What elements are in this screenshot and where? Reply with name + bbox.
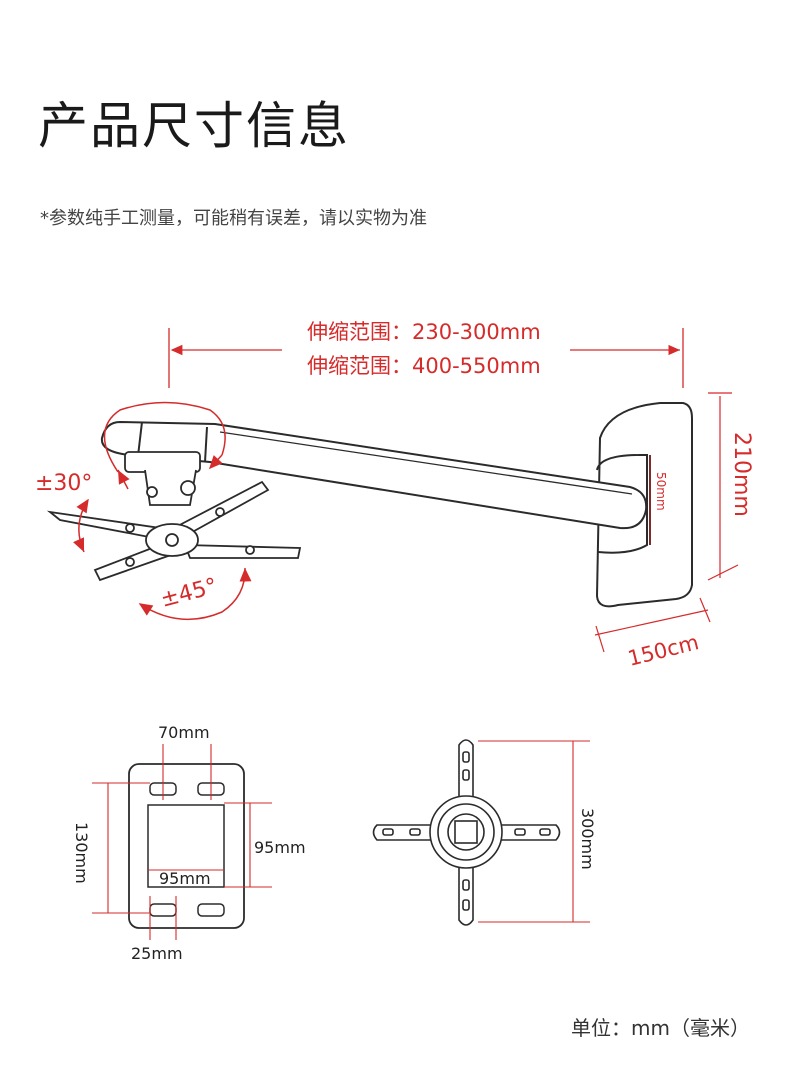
extension-range-label-1: 伸缩范围：230-300mm <box>307 320 541 344</box>
plate-outline <box>128 763 245 929</box>
spider-bracket-drawing: 300mm <box>372 739 597 926</box>
plate-inner-square <box>147 804 225 888</box>
slot-dimension-label: 50mm <box>654 472 668 511</box>
slot-bottom-right <box>197 903 225 917</box>
plate-height-label: 210mm <box>729 432 754 517</box>
tilt-angle-label: ±30° <box>35 471 92 496</box>
inner-width-label: 95mm <box>159 869 211 888</box>
measurement-disclaimer: *参数纯手工测量，可能稍有误差，请以实物为准 <box>40 208 427 229</box>
page-title: 产品尺寸信息 <box>38 97 350 155</box>
unit-note: 单位：mm（毫米） <box>571 1016 750 1040</box>
plate-depth-label: 150cm <box>625 630 701 671</box>
arm-bottom <box>458 859 474 926</box>
extension-range-label-2: 伸缩范围：400-550mm <box>307 354 541 378</box>
projector-bracket <box>46 451 302 582</box>
slot-width-label: 25mm <box>131 944 183 963</box>
mounting-plate-drawing: 70mm 130mm 95mm 95mm 25mm <box>72 723 306 963</box>
hole-spacing-label: 70mm <box>158 723 210 742</box>
bracket-span-label: 300mm <box>578 808 597 870</box>
plate-height-label: 130mm <box>72 822 91 884</box>
rotation-angle-label: ±45° <box>158 574 220 613</box>
wall-mount-drawing: 伸缩范围：230-300mm 伸缩范围：400-550mm 50mm ±30° <box>35 320 754 671</box>
inner-height-label: 95mm <box>254 838 306 857</box>
